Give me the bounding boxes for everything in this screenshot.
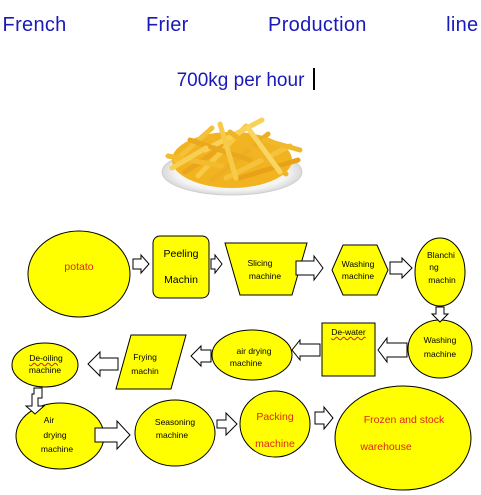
frying-machine-node (115, 334, 187, 390)
diagram-title: French Frier Production line (2, 14, 479, 36)
arrow-washing-to-blanching (389, 256, 413, 280)
arrow-seasoning-to-packing (216, 411, 238, 437)
frozen-warehouse-node (334, 385, 472, 491)
french-fries-image (161, 117, 303, 196)
arrow-airdrying-to-frying (190, 344, 212, 368)
arrow-potato-to-peeling (132, 253, 150, 275)
air-drying-machine-1-node (211, 329, 293, 381)
text-cursor (313, 68, 315, 90)
peeling-machine-node (152, 235, 210, 299)
packing-machine-node (239, 390, 311, 458)
arrow-packing-to-frozen (314, 405, 334, 431)
diagram-subtitle: 700kg per hour (176, 70, 305, 91)
arrow-washing2-to-dewater (377, 336, 408, 364)
arrow-airdrying2-to-seasoning (94, 419, 131, 451)
blanching-machine-node (414, 237, 466, 307)
arrow-peeling-to-slicing (210, 253, 223, 275)
arrow-dewater-to-airdrying (291, 338, 321, 362)
dewater-machine-node (321, 322, 376, 377)
arrow-slicing-to-washing (295, 254, 324, 282)
arrow-blanching-to-washing2 (430, 306, 450, 323)
potato-node (27, 230, 131, 318)
arrow-frying-to-deoiling (87, 350, 119, 378)
slicing-machine-node (224, 242, 308, 296)
washing-machine-2-node (407, 319, 473, 379)
de-oiling-machine-node (11, 342, 79, 388)
arrow-deoiling-to-airdrying2 (24, 387, 46, 415)
washing-machine-1-node (331, 244, 389, 296)
air-drying-machine-2-node (15, 402, 105, 470)
seasoning-machine-node (134, 399, 216, 467)
